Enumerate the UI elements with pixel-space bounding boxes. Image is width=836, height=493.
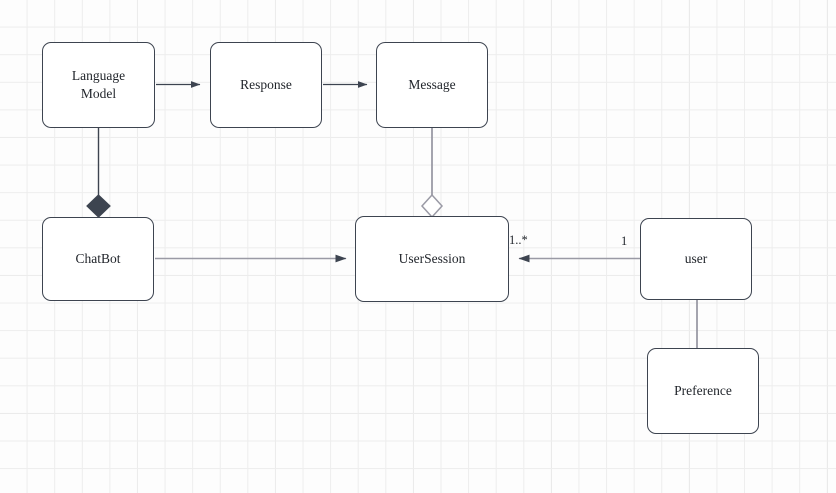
node-message[interactable]: Message xyxy=(376,42,488,128)
node-user[interactable]: user xyxy=(640,218,752,300)
edge-message-to-usersession xyxy=(420,128,444,219)
edge-label-multiplicity-user-side: 1 xyxy=(621,234,628,248)
node-usersession-label: UserSession xyxy=(398,251,466,267)
node-chatbot-label: ChatBot xyxy=(75,251,121,267)
node-language-model[interactable]: Language Model xyxy=(42,42,155,128)
node-preference-label: Preference xyxy=(674,383,732,399)
edge-label-multiplicity-usersession-side: 1..* xyxy=(509,233,528,247)
node-usersession[interactable]: UserSession xyxy=(355,216,509,302)
node-message-label: Message xyxy=(408,77,456,93)
node-user-label: user xyxy=(684,251,708,267)
edge-language-model-to-chatbot xyxy=(86,128,111,218)
node-chatbot[interactable]: ChatBot xyxy=(42,217,154,301)
node-preference[interactable]: Preference xyxy=(647,348,759,434)
node-language-model-label: Language Model xyxy=(71,68,126,101)
node-response[interactable]: Response xyxy=(210,42,322,128)
node-response-label: Response xyxy=(240,77,292,93)
